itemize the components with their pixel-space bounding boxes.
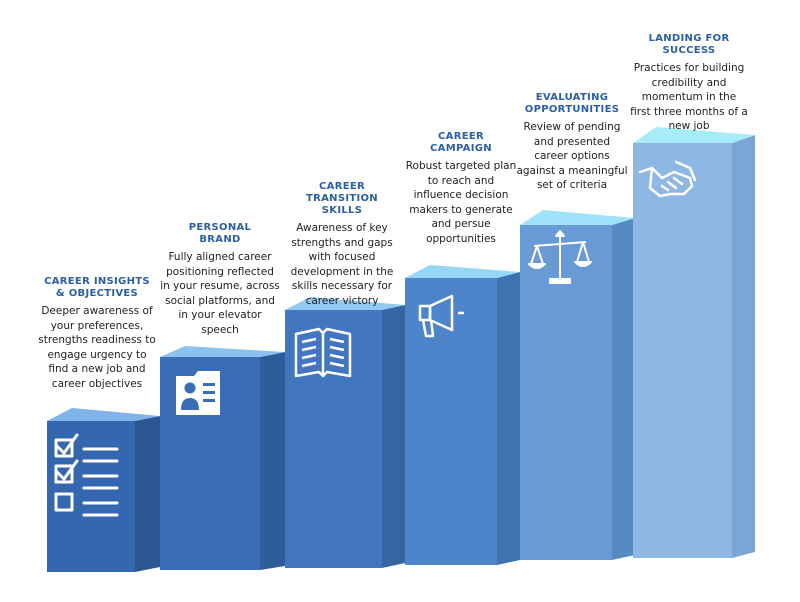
bar-4-top — [405, 265, 520, 278]
step-2-title: PERSONAL BRAND — [188, 222, 252, 245]
step-4-title: CAREER CAMPAIGN — [430, 131, 492, 154]
step-4-description: Robust targeted plan to reach and influe… — [405, 160, 517, 245]
step-6-description: Practices for building credibility and m… — [630, 62, 748, 133]
bar-1-side — [135, 416, 160, 572]
bar-3-top — [285, 297, 405, 310]
bar-1-top — [47, 408, 160, 421]
step-1-title: CAREER INSIGHTS & OBJECTIVES — [44, 276, 150, 299]
bar-5-front — [520, 225, 612, 560]
step-6-label: LANDING FOR SUCCESS Practices for buildi… — [630, 33, 748, 134]
bar-6 — [633, 127, 755, 558]
profile-card-icon — [176, 371, 220, 415]
bar-4-front — [405, 278, 497, 565]
step-4-label: CAREER CAMPAIGN Robust targeted plan to … — [404, 131, 518, 247]
bar-6-top — [633, 127, 755, 143]
step-6-title: LANDING FOR SUCCESS — [648, 33, 730, 56]
step-3-title: CAREER TRANSITION SKILLS — [306, 181, 378, 216]
bar-2-side — [260, 352, 285, 570]
bar-5-top — [520, 210, 635, 225]
step-3-description: Awareness of key strengths and gaps with… — [290, 222, 394, 307]
checklist-icon — [54, 433, 119, 517]
bar-5 — [520, 210, 635, 560]
step-2-description: Fully aligned career positioning reflect… — [160, 251, 280, 336]
bar-5-side — [612, 218, 635, 560]
step-3-label: CAREER TRANSITION SKILLS Awareness of ke… — [283, 181, 401, 309]
bar-4-side — [497, 272, 520, 565]
bar-2-top — [160, 346, 285, 357]
handshake-icon — [638, 160, 697, 198]
bar-6-front — [633, 143, 732, 558]
step-5-description: Review of pending and presented career o… — [516, 121, 628, 192]
step-2-label: PERSONAL BRAND Fully aligned career posi… — [160, 222, 280, 338]
step-1-label: CAREER INSIGHTS & OBJECTIVES Deeper awar… — [38, 276, 156, 392]
step-1-description: Deeper awareness of your preferences, st… — [38, 305, 156, 390]
bar-6-side — [732, 135, 755, 558]
bar-1-front — [47, 421, 135, 572]
open-book-icon — [294, 327, 352, 378]
scales-icon — [528, 230, 592, 284]
step-5-title: EVALUATING OPPORTUNITIES — [524, 92, 620, 115]
bar-3 — [285, 297, 405, 568]
bar-1 — [47, 408, 160, 572]
bar-4 — [405, 265, 520, 565]
bar-3-side — [382, 305, 405, 568]
step-5-label: EVALUATING OPPORTUNITIES Review of pendi… — [516, 92, 628, 193]
megaphone-icon — [418, 294, 464, 338]
